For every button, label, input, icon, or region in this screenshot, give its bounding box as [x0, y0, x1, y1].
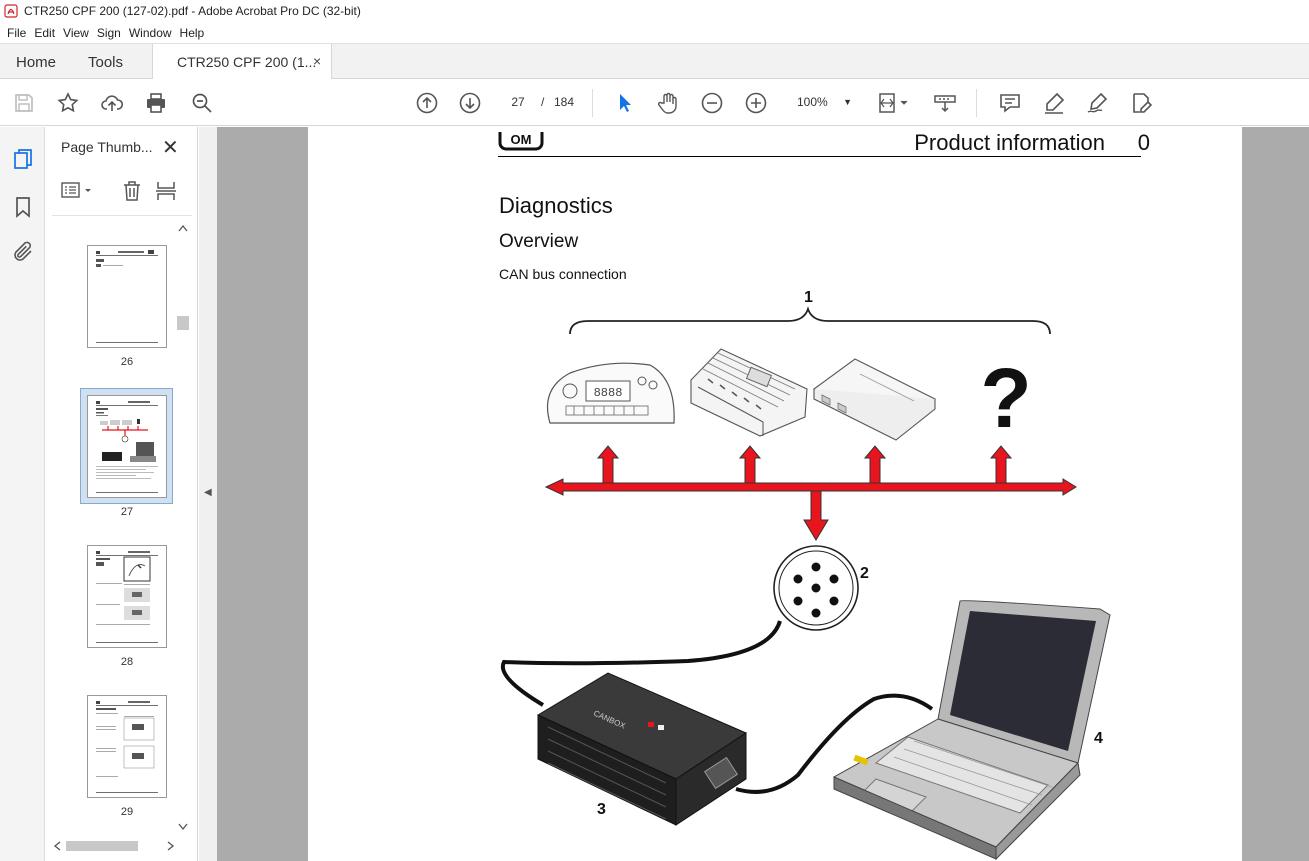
tab-document-label: CTR250 CPF 200 (1...	[177, 54, 317, 70]
thumbnail-page[interactable]	[87, 695, 167, 798]
heading-overview: Overview	[499, 231, 579, 252]
acrobat-app-icon	[4, 4, 18, 18]
can-bus-arrows	[544, 445, 1077, 541]
callout-4: 4	[1094, 730, 1103, 747]
tab-document[interactable]: CTR250 CPF 200 (1... ×	[152, 44, 332, 80]
star-icon[interactable]	[56, 91, 80, 115]
title-bar: CTR250 CPF 200 (127-02).pdf - Adobe Acro…	[0, 0, 1309, 22]
zoom-select[interactable]: 100% ▼	[790, 91, 858, 113]
diagnostic-connector-illustration	[773, 545, 859, 631]
print-icon[interactable]	[144, 91, 168, 115]
panel-close-icon[interactable]: ✕	[162, 137, 179, 159]
thumbnail-label: 26	[120, 356, 134, 368]
zoom-in-icon[interactable]	[744, 91, 768, 115]
zoom-search-icon[interactable]	[190, 91, 214, 115]
brace	[569, 306, 1051, 335]
thumbnail-page-selected[interactable]	[87, 395, 167, 498]
heading-diagnostics: Diagnostics	[499, 193, 613, 218]
dashboard-display-illustration: 8888	[546, 362, 675, 424]
thumbnail-label: 27	[120, 506, 134, 518]
callout-2: 2	[860, 565, 869, 582]
thumbnail-options-icon[interactable]	[60, 179, 96, 203]
thumbnail-horizontal-scrollbar[interactable]	[52, 839, 176, 853]
window-title: CTR250 CPF 200 (127-02).pdf - Adobe Acro…	[24, 4, 361, 18]
hand-icon[interactable]	[656, 91, 680, 115]
panel-toolbar	[60, 179, 186, 203]
unknown-device-question-mark: ?	[980, 351, 1031, 445]
toolbar-divider	[976, 89, 977, 117]
left-icon-rail	[0, 127, 45, 861]
tab-bar: Home Tools CTR250 CPF 200 (1... ×	[0, 43, 1309, 80]
callout-3: 3	[597, 801, 606, 818]
edit-icon[interactable]	[1129, 91, 1153, 115]
page-thumbnails-icon[interactable]	[11, 147, 35, 171]
callout-1: 1	[804, 289, 813, 306]
menu-bar: File Edit View Sign Window Help	[0, 22, 1309, 43]
laptop-illustration	[832, 600, 1111, 861]
zoom-out-icon[interactable]	[700, 91, 724, 115]
thumbnail-label: 28	[120, 656, 134, 668]
page-up-icon[interactable]	[415, 91, 439, 115]
thumbnail-vertical-scrollbar[interactable]	[177, 223, 189, 837]
page-number-input[interactable]: 27	[511, 95, 525, 109]
zoom-value: 100%	[797, 95, 828, 109]
collapse-panel-icon[interactable]: ◀	[204, 487, 212, 498]
tab-home[interactable]: Home	[16, 54, 57, 71]
header-rule	[498, 156, 1141, 157]
panel-divider	[52, 215, 192, 216]
select-cursor-icon[interactable]	[613, 91, 637, 115]
document-viewport: OM 8888	[217, 127, 1309, 861]
page-total: 184	[554, 95, 575, 109]
svg-text:8888: 8888	[594, 386, 623, 400]
toolbar-divider	[592, 89, 593, 117]
controller-module-illustration	[690, 348, 808, 437]
usb-cable	[735, 693, 934, 794]
highlight-icon[interactable]	[1042, 91, 1066, 115]
insert-page-icon[interactable]	[154, 179, 178, 203]
thumbnail-preview	[96, 551, 158, 643]
menu-view[interactable]: View	[63, 25, 89, 40]
tab-close-icon[interactable]: ×	[313, 53, 322, 69]
panel-title: Page Thumb...	[61, 139, 153, 155]
menu-window[interactable]: Window	[128, 25, 172, 40]
diagnostic-cable	[500, 620, 782, 707]
thumbnail-preview	[96, 250, 158, 343]
fit-page-icon[interactable]	[877, 91, 913, 115]
om-logo-text: OM	[511, 132, 532, 147]
heading-can-bus-connection: CAN bus connection	[499, 266, 627, 282]
delete-page-icon[interactable]	[120, 179, 144, 203]
toolbar: 27 / 184 100% ▼	[0, 79, 1309, 126]
panel-splitter[interactable]: ◀	[199, 127, 217, 861]
page-down-icon[interactable]	[458, 91, 482, 115]
attachment-icon[interactable]	[11, 240, 35, 264]
thumbnail-preview	[96, 701, 158, 793]
upload-icon[interactable]	[100, 91, 124, 115]
page-thumbnails-panel: Page Thumb... ✕ 26	[46, 127, 198, 861]
thumbnail-label: 29	[120, 806, 134, 818]
header-number: 0	[1137, 130, 1150, 155]
sign-icon[interactable]	[1085, 91, 1109, 115]
header-title: Product information	[914, 130, 1105, 155]
menu-help[interactable]: Help	[179, 25, 205, 40]
ecu-module-illustration	[812, 358, 937, 441]
scroll-mode-icon[interactable]	[933, 91, 957, 115]
save-icon[interactable]	[12, 91, 36, 115]
chevron-down-icon: ▼	[843, 97, 852, 107]
comment-icon[interactable]	[998, 91, 1022, 115]
can-bus-diagram: OM 8888	[498, 132, 1111, 861]
om-logo: OM	[498, 132, 544, 151]
pdf-page: OM 8888	[308, 127, 1242, 861]
thumbnail-page[interactable]	[87, 545, 167, 648]
canbox-interface-illustration: CANBOX	[536, 672, 748, 826]
menu-file[interactable]: File	[7, 25, 27, 40]
menu-sign[interactable]: Sign	[96, 25, 121, 40]
thumbnail-page[interactable]	[87, 245, 167, 348]
thumbnail-preview	[96, 401, 158, 493]
bookmark-icon[interactable]	[11, 195, 35, 219]
tab-tools[interactable]: Tools	[88, 54, 124, 71]
page-separator: /	[541, 95, 545, 109]
menu-edit[interactable]: Edit	[34, 25, 56, 40]
